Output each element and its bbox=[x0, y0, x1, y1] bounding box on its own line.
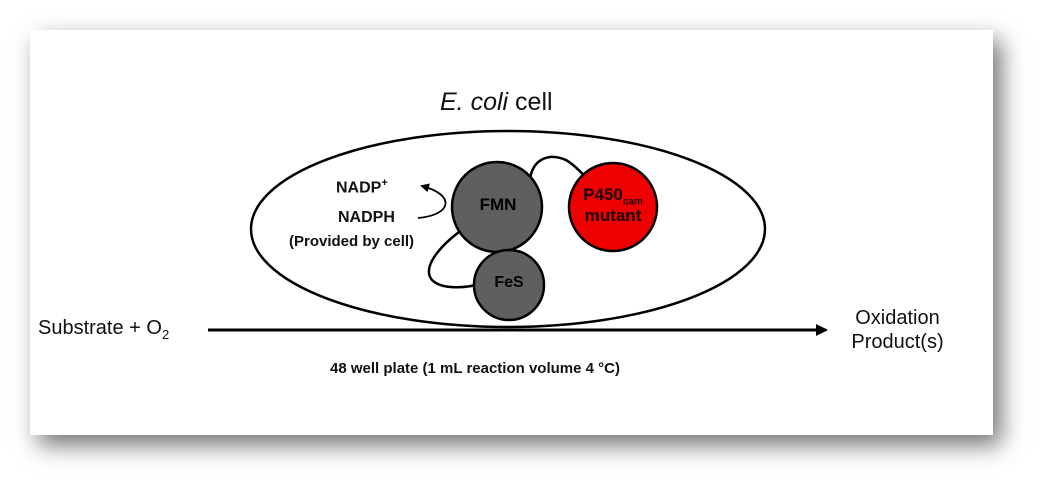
plate-conditions-label: 48 well plate (1 mL reaction volume 4 °C… bbox=[330, 360, 620, 377]
substrate-label: Substrate + O2 bbox=[38, 317, 170, 342]
fmn-label: FMN bbox=[479, 195, 517, 214]
product-text: Product(s) bbox=[851, 331, 944, 353]
nadph-label: NADPH bbox=[338, 209, 395, 226]
linker-fmn-p450 bbox=[528, 155, 586, 181]
cell-title: E. coli cell bbox=[440, 88, 553, 116]
oxidation-text: Oxidation bbox=[855, 307, 940, 329]
product-label: Oxidation Product(s) bbox=[830, 306, 965, 354]
fes-domain bbox=[472, 248, 546, 322]
linker-fmn-fes bbox=[427, 231, 481, 289]
p450-label: P450cam bbox=[583, 185, 643, 208]
mutant-label: mutant bbox=[584, 206, 642, 225]
provided-by-cell-label: (Provided by cell) bbox=[289, 233, 415, 250]
nadp-plus-label: NADP+ bbox=[336, 177, 388, 197]
nadp-cycle-arrow bbox=[417, 183, 447, 219]
fes-label: FeS bbox=[494, 274, 524, 291]
cell-outline bbox=[249, 129, 767, 329]
p450-domain bbox=[567, 161, 659, 253]
